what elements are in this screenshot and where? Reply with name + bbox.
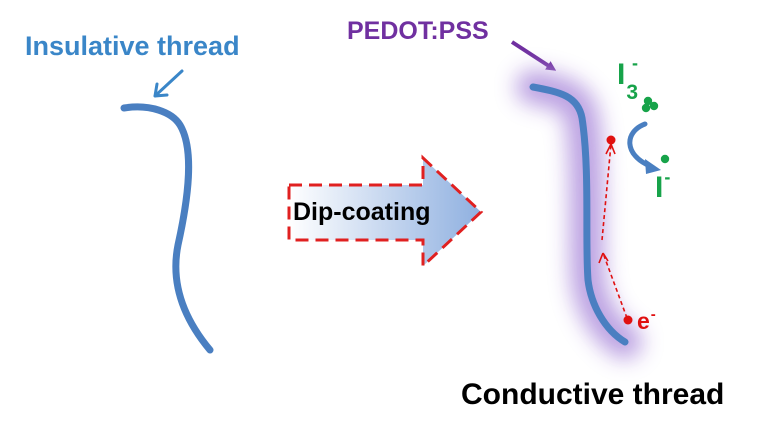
dip-coating-arrow-group: Dip-coating: [287, 154, 484, 270]
reduction-arrowhead: [645, 159, 661, 174]
triiodide-label: I3 -: [617, 53, 638, 104]
electron-label-base: e: [637, 308, 650, 334]
iodide-label: I-: [655, 167, 670, 204]
electron-label: e-: [637, 306, 656, 334]
electron-path-arrowhead-lower: [598, 252, 609, 264]
iodide-atom: [660, 154, 670, 164]
electron-path: [598, 135, 633, 325]
triiodide-molecule-icon: [641, 96, 659, 113]
electron-path-line: [601, 143, 628, 319]
reduction-curved-arrow: [627, 121, 653, 169]
pedot-pss-label: PEDOT:PSS: [347, 17, 489, 45]
triiodide-atom-1: [643, 96, 653, 106]
triiodide-label-base: I: [617, 58, 625, 91]
electron-path-arrowhead-upper: [605, 143, 616, 155]
electron-dot-bottom: [623, 315, 633, 325]
insulative-thread-label: Insulative thread: [25, 31, 240, 61]
conductive-thread: [529, 83, 629, 346]
triiodide-label-sup: -: [632, 53, 638, 73]
dip-coating-arrow: [287, 154, 484, 270]
electron-dot-top: [606, 135, 616, 145]
insulative-thread: [120, 103, 214, 354]
pedot-coating-glow: [516, 70, 642, 359]
insulative-pointer-arrow: [153, 69, 184, 98]
electron-label-sup: -: [651, 306, 656, 323]
insulative-thread-group: Insulative thread: [25, 31, 240, 354]
triiodide-label-sub: 3: [626, 81, 638, 104]
dip-coating-label: Dip-coating: [293, 198, 431, 226]
iodide-label-base: I: [655, 171, 663, 204]
iodide-label-sup: -: [664, 167, 670, 187]
triiodide-atom-3: [641, 103, 651, 113]
conductive-thread-label: Conductive thread: [461, 378, 724, 411]
pedot-pointer-arrow: [510, 40, 557, 71]
conductive-thread-group: PEDOT:PSS e- I3- I- Conductive thread: [347, 17, 724, 411]
triiodide-atom-2: [649, 101, 659, 111]
